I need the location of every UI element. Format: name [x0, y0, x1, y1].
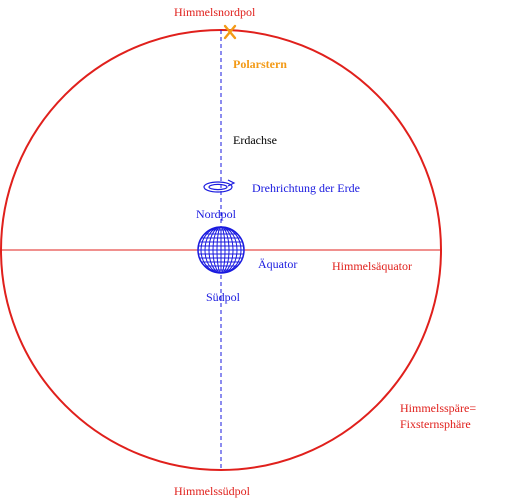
- south-pole-label: Südpol: [206, 290, 241, 304]
- earth-globe: [197, 226, 245, 274]
- north-celestial-pole-label: Himmelsnordpol: [174, 5, 256, 19]
- polaris-label: Polarstern: [233, 57, 287, 71]
- celestial-sphere-label-line2: Fixsternsphäre: [400, 417, 471, 431]
- earth-rotation-label: Drehrichtung der Erde: [252, 181, 360, 195]
- north-pole-label: Nordpol: [196, 207, 237, 221]
- rotation-arrow-icon: [203, 179, 236, 193]
- earth-axis-label: Erdachse: [233, 133, 277, 147]
- south-celestial-pole-label: Himmelssüdpol: [174, 484, 251, 498]
- polaris-star-icon: [223, 24, 237, 40]
- celestial-sphere-label-line1: Himmelsspäre=: [400, 401, 476, 415]
- equator-label: Äquator: [258, 257, 297, 271]
- celestial-equator-label: Himmelsäquator: [332, 259, 412, 273]
